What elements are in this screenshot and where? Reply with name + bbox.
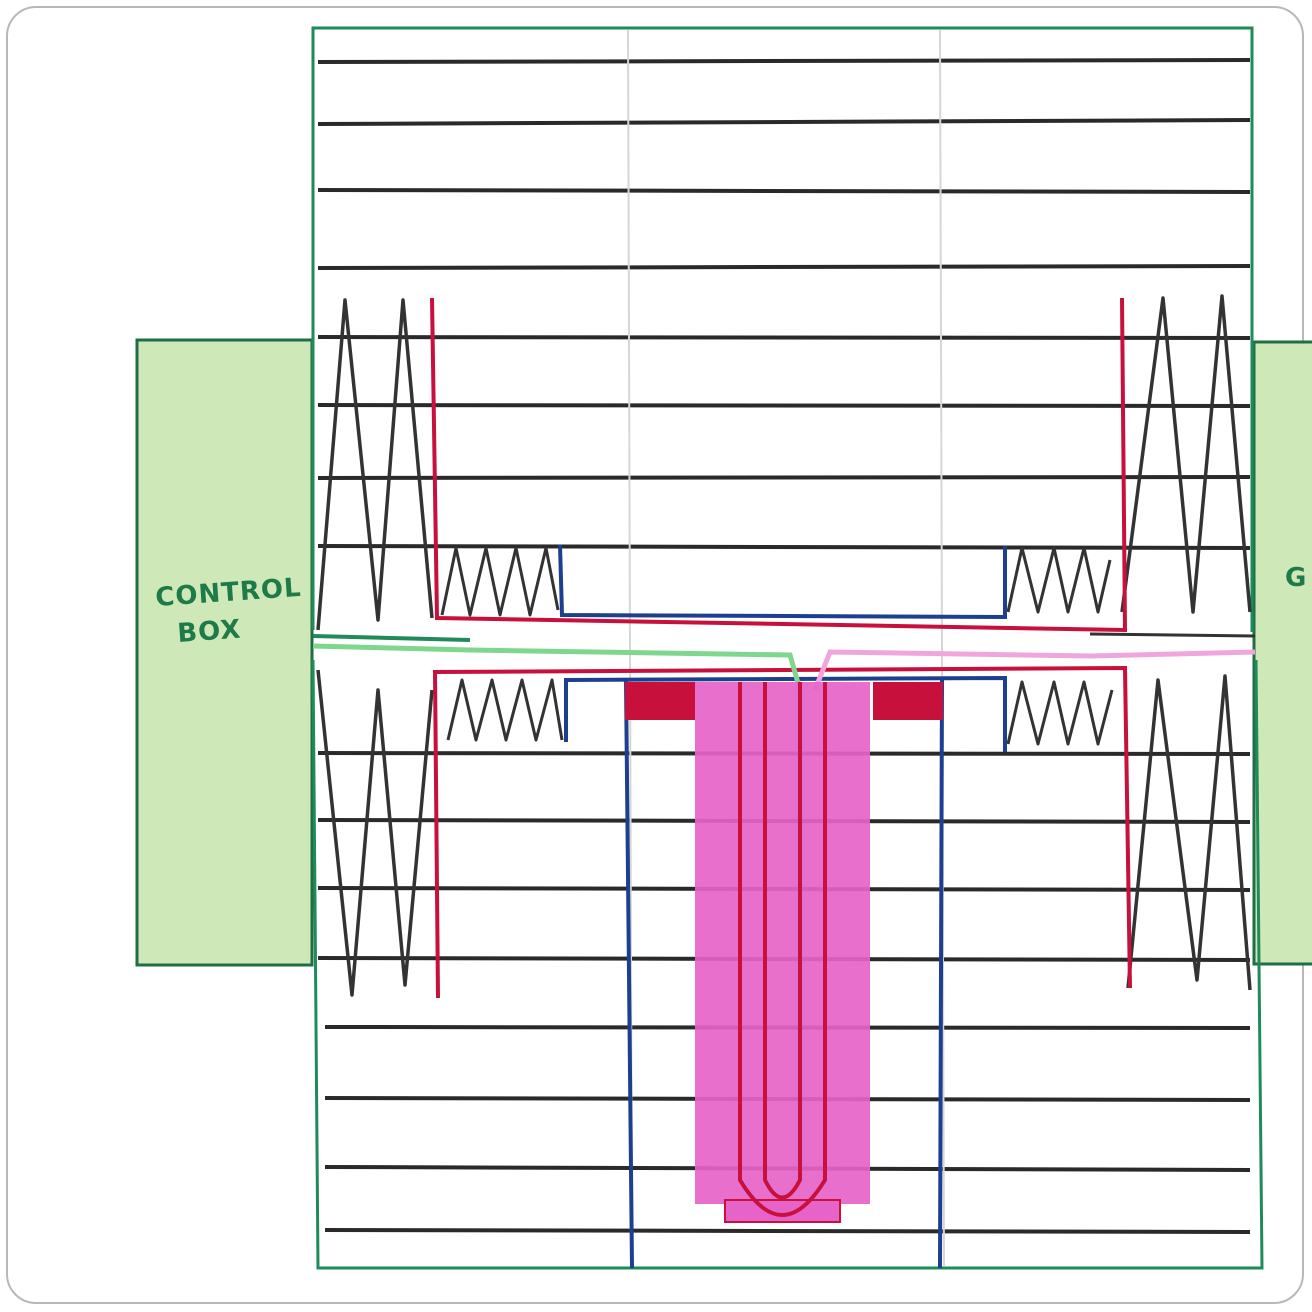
blue-platform [558,544,1007,1269]
red-loops [738,682,827,1217]
left-clamp-block [625,682,695,720]
red-linkage [430,297,1132,999]
left-springs [316,298,434,997]
cables [312,632,1256,691]
control-box [135,338,314,967]
right-box [1252,340,1312,966]
control-box-label-line2: BOX [176,615,242,649]
right-springs [1120,294,1252,991]
right-box-label-fragment: G [1285,563,1307,593]
magenta-column [695,682,870,1204]
magenta-column-foot [724,1199,841,1223]
right-clamp-block [873,682,943,720]
small-springs [440,546,1114,746]
main-panel [311,26,1264,1270]
